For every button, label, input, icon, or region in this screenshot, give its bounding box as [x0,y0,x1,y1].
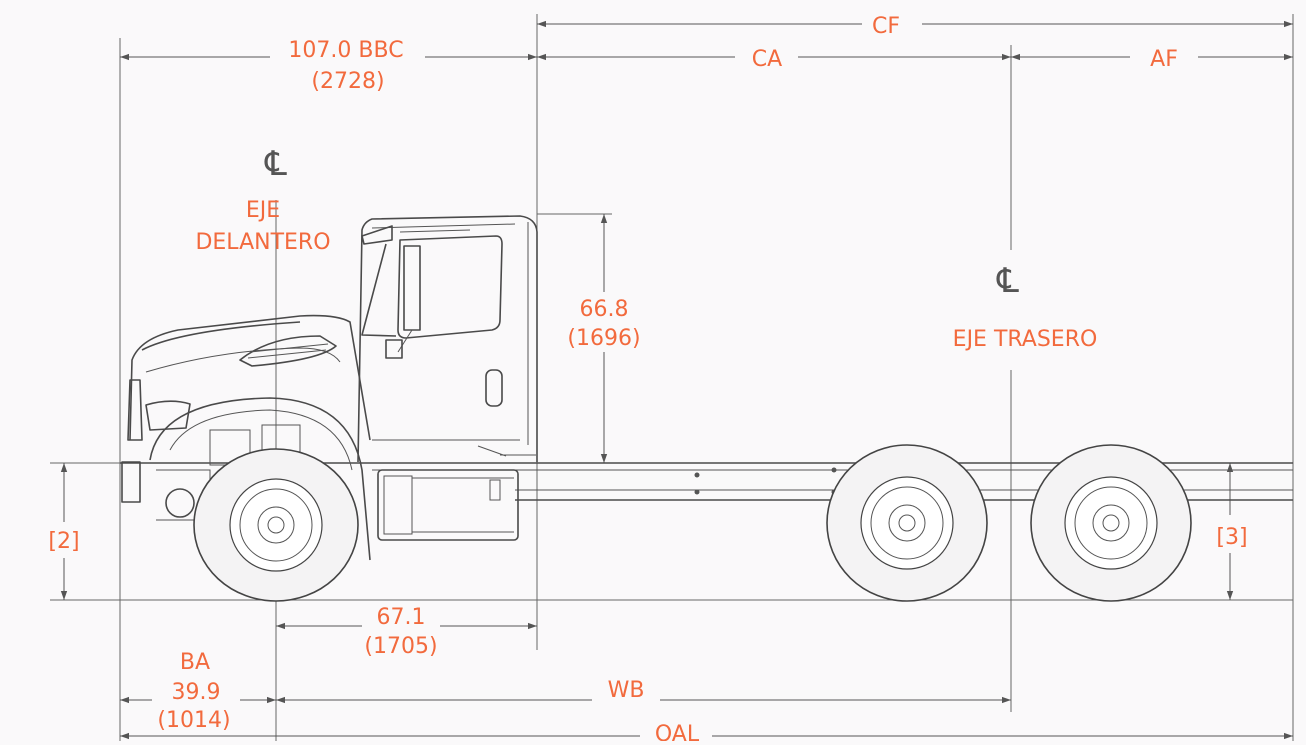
frame-height-rear-label: [3] [1216,525,1247,550]
ba-label: BA [180,650,210,675]
af-label: AF [1150,47,1178,72]
dimension-lines [60,20,1293,740]
rear-wheel-1 [826,444,988,602]
front-axle-label-line1: EJE [246,198,280,223]
front-axle-centerline-symbol: ℄ [264,144,287,184]
front-wheel [193,448,359,602]
ca-label: CA [752,47,782,72]
cab-height-metric: (1696) [567,326,640,351]
front-axle-label-line2: DELANTERO [195,230,330,255]
rear-wheel-2 [1030,444,1192,602]
axle-to-cab-value: 67.1 [377,605,426,630]
rear-axle-label: EJE TRASERO [953,327,1098,352]
oal-label: OAL [655,722,700,741]
rear-axle-centerline-symbol: ℄ [996,261,1019,301]
cf-label: CF [872,14,900,39]
bbc-value: 107.0 BBC [288,38,403,63]
bbc-metric: (2728) [311,69,384,94]
frame-height-front-label: [2] [48,529,79,554]
axle-to-cab-metric: (1705) [364,634,437,659]
dimension-labels: CF CA AF 107.0 BBC (2728) ℄ EJE DELANTER… [48,14,1247,745]
ba-value: 39.9 [172,680,221,705]
cab-height-value: 66.8 [580,297,629,322]
extension-lines [50,14,1294,741]
ba-metric: (1014) [157,708,230,733]
truck-cab [121,215,538,561]
wb-label: WB [608,678,645,703]
